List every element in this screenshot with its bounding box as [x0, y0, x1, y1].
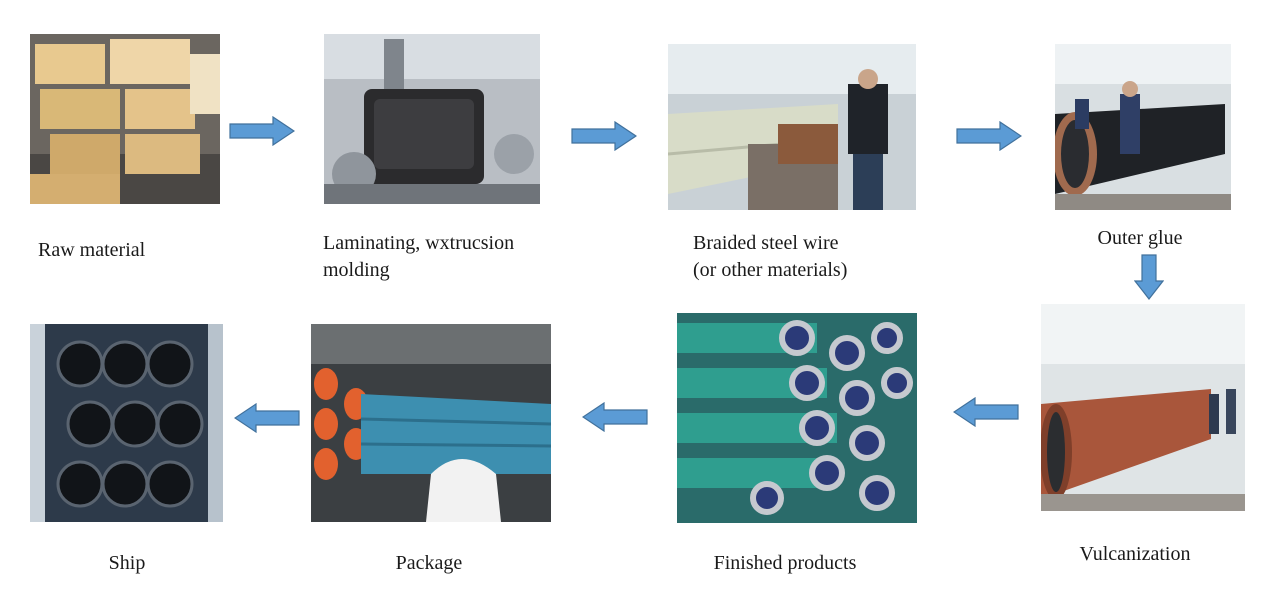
arrow-right-2-icon: [571, 121, 637, 151]
label-laminating-line2: molding: [323, 257, 514, 284]
ship-photo: [30, 324, 223, 522]
label-braided-steel: Braided steel wire (or other materials): [693, 230, 847, 284]
outer-glue-photo: [1055, 44, 1231, 210]
label-braided-line2: (or other materials): [693, 257, 847, 284]
label-ship: Ship: [109, 550, 146, 577]
arrow-left-2-icon: [582, 402, 648, 432]
label-braided-line1: Braided steel wire: [693, 230, 847, 257]
arrow-right-1-icon: [229, 116, 295, 146]
finished-products-photo: [677, 313, 917, 523]
arrow-left-3-icon: [234, 403, 300, 433]
label-vulcanization: Vulcanization: [1080, 541, 1191, 568]
label-package: Package: [396, 550, 463, 577]
arrow-left-1-icon: [953, 397, 1019, 427]
package-photo: [311, 324, 551, 522]
label-raw-material: Raw material: [38, 237, 145, 264]
braided-steel-photo: [668, 44, 916, 210]
label-laminating: Laminating, wxtrucsion molding: [323, 230, 514, 284]
arrow-right-3-icon: [956, 121, 1022, 151]
label-finished-products: Finished products: [714, 550, 857, 577]
label-outer-glue: Outer glue: [1098, 225, 1183, 252]
arrow-down-icon: [1134, 254, 1164, 300]
laminating-photo: [324, 34, 540, 204]
vulcanization-photo: [1041, 304, 1245, 511]
label-laminating-line1: Laminating, wxtrucsion: [323, 230, 514, 257]
raw-material-photo: [30, 34, 220, 204]
